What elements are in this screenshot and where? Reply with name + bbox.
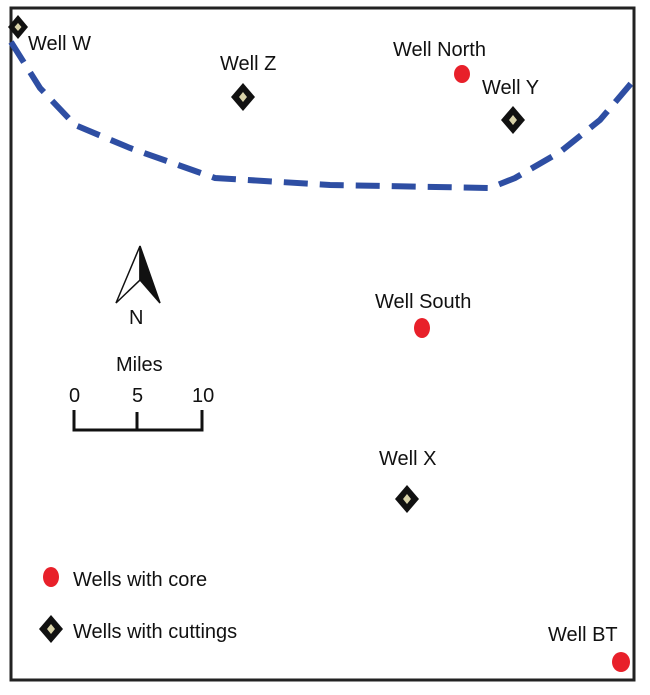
well-bt[interactable]: Well BT [548, 624, 630, 672]
well-south[interactable]: Well South [375, 291, 471, 338]
well-south-label: Well South [375, 291, 471, 313]
well-y-marker [501, 106, 525, 134]
well-bt-label: Well BT [548, 624, 618, 646]
well-y-label: Well Y [482, 77, 539, 99]
north-label: N [129, 307, 143, 329]
scale-tick-10: 10 [192, 385, 214, 407]
red-dot-icon [43, 567, 59, 587]
legend-cuttings-label: Wells with cuttings [73, 621, 237, 643]
legend-core-label: Wells with core [73, 569, 207, 591]
red-dot-icon [454, 65, 470, 83]
scale-title: Miles [116, 354, 163, 376]
scale-tick-5: 5 [132, 385, 143, 407]
well-w-marker [8, 15, 28, 39]
north-arrow-icon [115, 245, 161, 304]
map-border [9, 6, 636, 682]
legend-core: Wells with core [43, 567, 207, 591]
red-dot-icon [414, 318, 430, 338]
well-w[interactable]: Well W [8, 15, 91, 55]
well-north-label: Well North [393, 39, 486, 61]
well-z-label: Well Z [220, 53, 276, 75]
well-north[interactable]: Well North [393, 39, 486, 83]
well-x-marker [395, 485, 419, 513]
scale-tick-0: 0 [69, 385, 80, 407]
well-x-label: Well X [379, 448, 436, 470]
scale-bar: Miles 0 5 10 [69, 354, 214, 432]
north-arrow: N [115, 245, 161, 329]
well-z-marker [231, 83, 255, 111]
well-y[interactable]: Well Y [482, 77, 539, 134]
well-z[interactable]: Well Z [220, 53, 276, 111]
legend: Wells with core Wells with cuttings [39, 567, 237, 643]
scale-bar-line [72, 410, 204, 432]
well-x[interactable]: Well X [379, 448, 436, 513]
well-w-label: Well W [28, 33, 91, 55]
red-dot-icon [612, 652, 630, 672]
dashed-boundary-line [8, 40, 637, 192]
legend-cuttings: Wells with cuttings [39, 615, 237, 643]
